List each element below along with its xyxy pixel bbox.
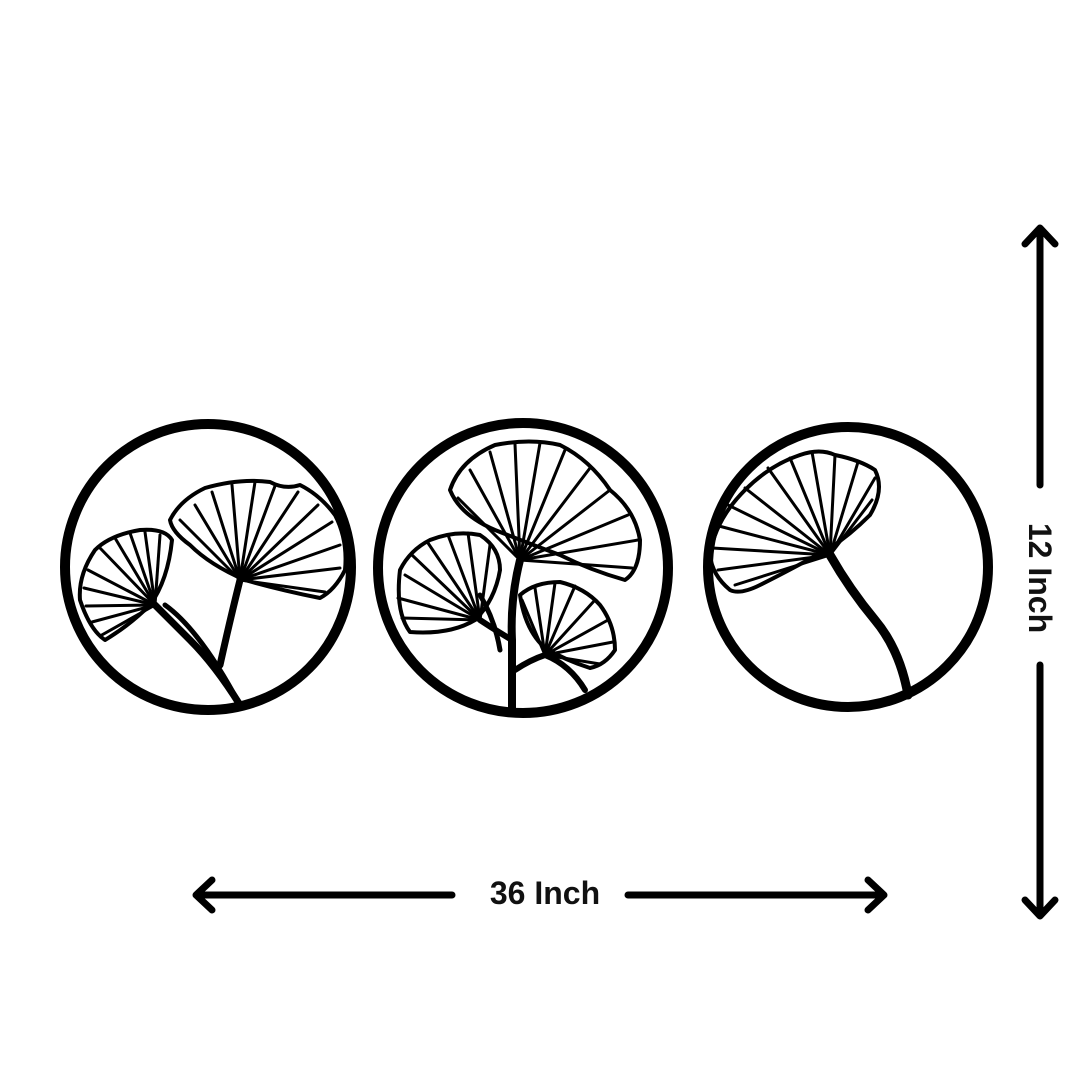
width-dimension-arrow xyxy=(192,876,888,914)
width-label: 36 Inch xyxy=(489,875,601,911)
right-panel xyxy=(703,422,993,712)
left-panel xyxy=(60,419,356,715)
height-label: 12 Inch xyxy=(1022,522,1058,634)
center-panel xyxy=(373,418,673,718)
height-dimension-arrow xyxy=(1021,224,1059,920)
